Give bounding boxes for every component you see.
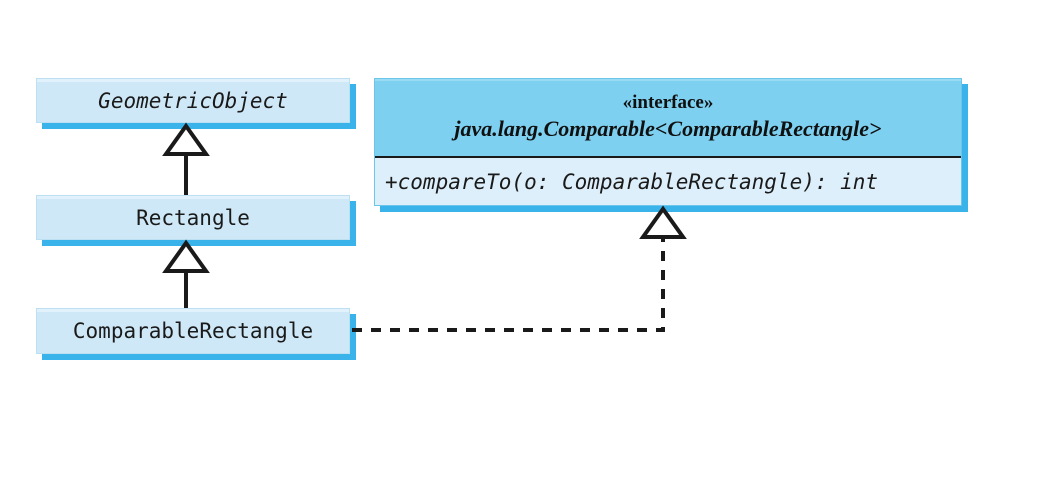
generalization-rectangle-to-geometricobject bbox=[162, 122, 210, 195]
interface-stereotype-label: «interface» bbox=[622, 92, 714, 114]
hollow-triangle-arrowhead-1 bbox=[162, 122, 210, 156]
interface-name-label: java.lang.Comparable<ComparableRectangle… bbox=[454, 116, 882, 142]
hollow-triangle-arrowhead-3 bbox=[639, 205, 687, 239]
class-box-rectangle[interactable]: Rectangle bbox=[36, 195, 350, 240]
hollow-triangle-arrowhead-2 bbox=[162, 239, 210, 273]
realization-dashed-line bbox=[352, 236, 665, 332]
interface-box-comparable[interactable]: «interface» java.lang.Comparable<Compara… bbox=[374, 78, 962, 206]
class-name-rectangle: Rectangle bbox=[136, 205, 250, 230]
interface-header: «interface» java.lang.Comparable<Compara… bbox=[375, 79, 961, 158]
interface-method-compareto: +compareTo(o: ComparableRectangle): int bbox=[385, 169, 879, 194]
realization-comparablerectangle-to-comparable bbox=[352, 205, 687, 332]
class-name-geometricobject: GeometricObject bbox=[98, 88, 288, 113]
class-name-comparablerectangle: ComparableRectangle bbox=[72, 319, 314, 343]
class-box-geometricobject[interactable]: GeometricObject bbox=[36, 78, 350, 123]
class-box-comparablerectangle[interactable]: ComparableRectangle bbox=[36, 308, 350, 354]
interface-method-compartment: +compareTo(o: ComparableRectangle): int bbox=[375, 158, 961, 205]
generalization-comparablerectangle-to-rectangle bbox=[162, 239, 210, 308]
